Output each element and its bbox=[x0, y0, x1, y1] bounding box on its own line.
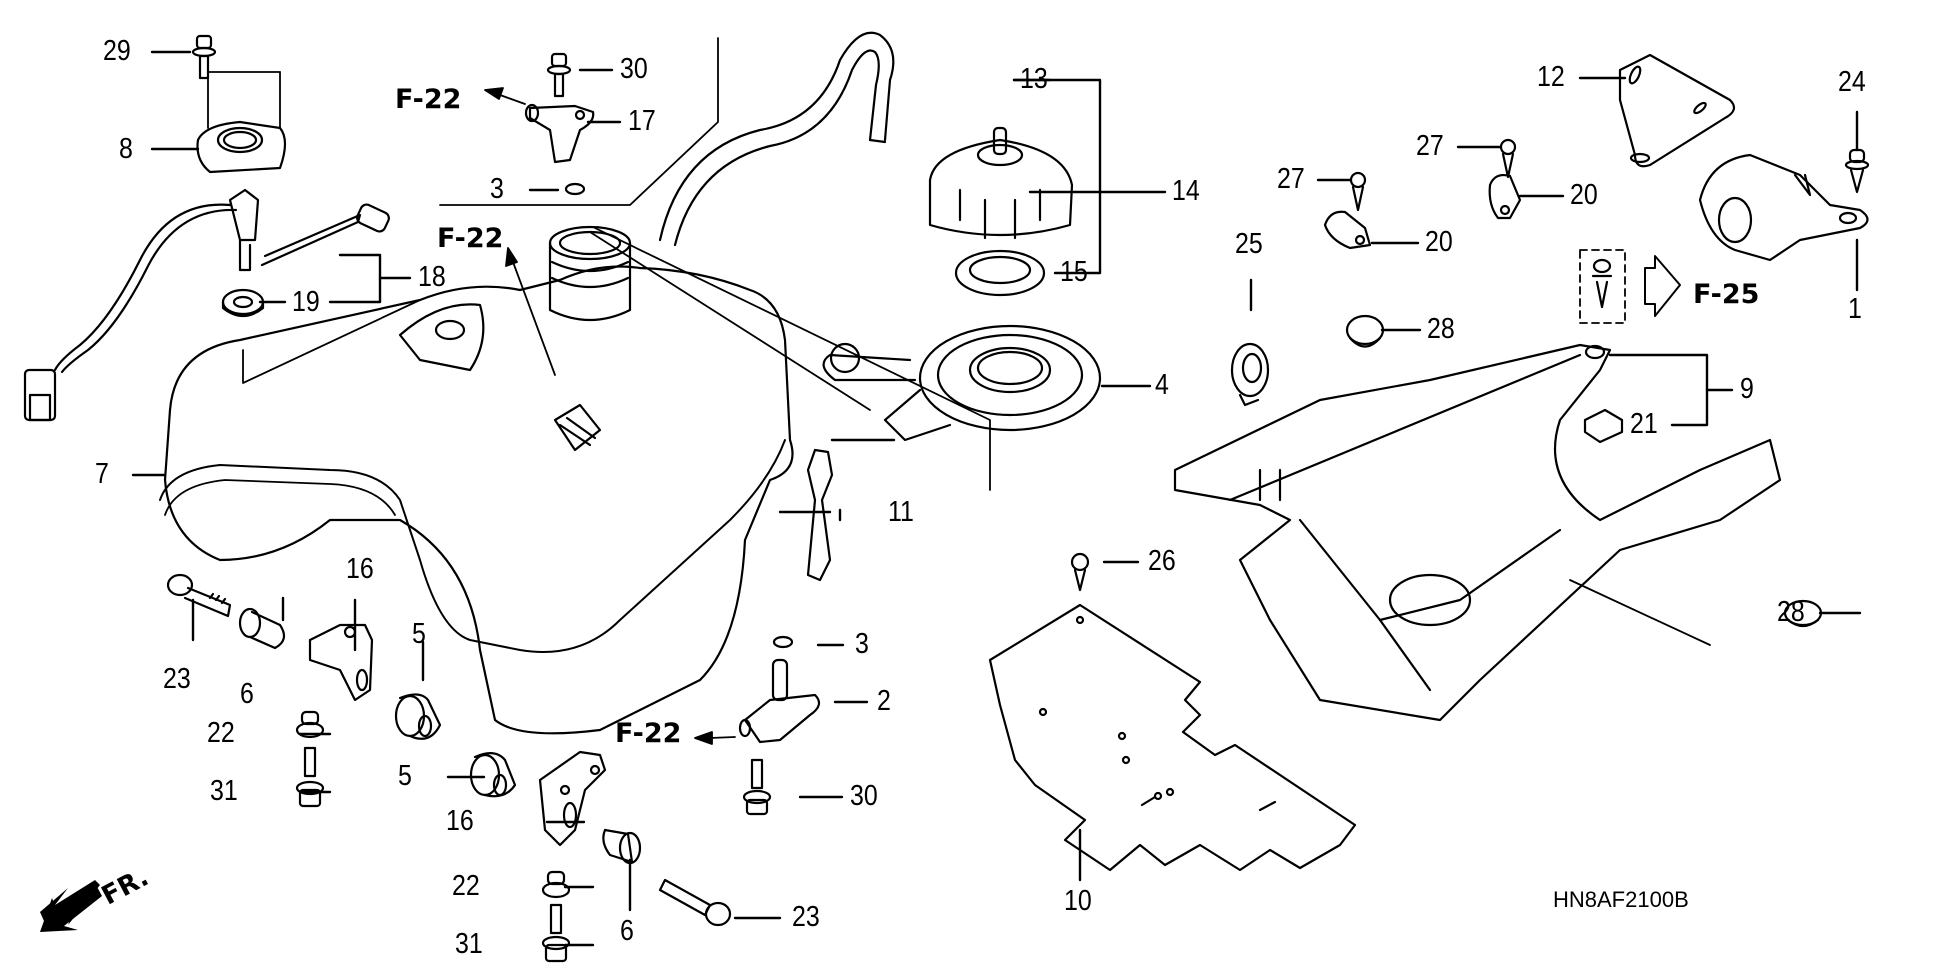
part-29-bolt bbox=[191, 34, 217, 80]
part-16-holder-left bbox=[308, 623, 374, 702]
callout-11: 11 bbox=[888, 496, 914, 528]
part-4-filler-tray bbox=[822, 324, 1102, 442]
part-5-mount-upper bbox=[394, 693, 442, 740]
part-24-trim-clip bbox=[1844, 148, 1870, 194]
part-8-pump-cover bbox=[196, 120, 287, 174]
callout-5-upper: 5 bbox=[412, 618, 426, 650]
callout-30-top: 30 bbox=[620, 53, 648, 85]
assembly-lines bbox=[207, 37, 1711, 646]
part-21-cushion bbox=[1583, 408, 1624, 444]
callout-2: 2 bbox=[877, 685, 891, 717]
part-17-fuel-joint bbox=[524, 103, 595, 164]
part-31-bolt-left bbox=[295, 746, 325, 808]
callout-24: 24 bbox=[1838, 66, 1866, 98]
leader-lines bbox=[131, 50, 1862, 947]
callout-25: 25 bbox=[1235, 228, 1263, 260]
part-1-bracket bbox=[1698, 153, 1869, 262]
callout-6-left: 6 bbox=[240, 678, 254, 710]
callout-9: 9 bbox=[1740, 373, 1754, 405]
part-19-packing bbox=[221, 288, 265, 318]
part-15-cap-gasket bbox=[954, 249, 1046, 297]
callout-22-bottom: 22 bbox=[452, 870, 480, 902]
callout-3-bottom: 3 bbox=[855, 628, 869, 660]
ref-f22-top[interactable]: F-22 bbox=[395, 84, 462, 115]
callout-14: 14 bbox=[1172, 175, 1200, 207]
part-14-fuel-cap bbox=[928, 126, 1074, 240]
callout-30-bottom: 30 bbox=[850, 780, 878, 812]
part-20-clamp-right bbox=[1488, 173, 1522, 220]
part-31-bolt-bottom bbox=[541, 903, 571, 963]
part-22-nut-bottom bbox=[541, 870, 571, 899]
callout-12: 12 bbox=[1537, 61, 1565, 93]
callout-16-bottom: 16 bbox=[446, 805, 474, 837]
part-20-clamp-left bbox=[1323, 210, 1372, 250]
callout-6-bottom: 6 bbox=[620, 915, 634, 947]
callout-26: 26 bbox=[1148, 545, 1176, 577]
part-30-bolt-top bbox=[546, 52, 572, 98]
part-26-screw bbox=[1070, 552, 1090, 592]
callout-13: 13 bbox=[1020, 63, 1048, 95]
callout-4: 4 bbox=[1155, 369, 1169, 401]
part-2-fuel-joint bbox=[738, 658, 821, 744]
part-9-tank-guard bbox=[1173, 343, 1782, 722]
callout-23-left: 23 bbox=[163, 663, 191, 695]
callout-22-left: 22 bbox=[207, 717, 235, 749]
callout-3-top: 3 bbox=[490, 173, 504, 205]
callout-16-left: 16 bbox=[346, 553, 374, 585]
callout-17: 17 bbox=[628, 105, 656, 137]
part-23-bolt-left bbox=[166, 573, 232, 618]
part-6-collar-left bbox=[238, 607, 286, 650]
part-13-breather-tube bbox=[658, 31, 895, 247]
callout-19: 19 bbox=[292, 286, 320, 318]
part-30-bolt-bottom bbox=[742, 758, 772, 816]
callout-8: 8 bbox=[119, 133, 133, 165]
callout-28-upper: 28 bbox=[1427, 313, 1455, 345]
ref-f22-tank[interactable]: F-22 bbox=[437, 223, 504, 254]
callout-5-lower: 5 bbox=[398, 760, 412, 792]
callout-21: 21 bbox=[1630, 408, 1658, 440]
part-23-bolt-bottom bbox=[658, 878, 732, 927]
callout-27-left: 27 bbox=[1277, 163, 1305, 195]
front-arrow-icon bbox=[40, 880, 102, 932]
callout-23-bottom: 23 bbox=[792, 901, 820, 933]
part-11-tank-band bbox=[806, 448, 834, 582]
callout-28-lower: 28 bbox=[1777, 596, 1805, 628]
part-25-clamp bbox=[1230, 342, 1270, 407]
callout-20-right: 20 bbox=[1570, 179, 1598, 211]
part-3-oring-bottom bbox=[772, 635, 794, 649]
callout-7: 7 bbox=[95, 458, 109, 490]
part-5-mount-lower bbox=[469, 752, 517, 798]
part-12-stay bbox=[1618, 53, 1736, 168]
callout-31-left: 31 bbox=[210, 775, 238, 807]
callout-15: 15 bbox=[1060, 256, 1088, 288]
callout-27-right: 27 bbox=[1416, 130, 1444, 162]
callout-20-left: 20 bbox=[1425, 226, 1453, 258]
part-18-fuel-pump bbox=[23, 188, 390, 422]
callout-31-bottom: 31 bbox=[455, 928, 483, 960]
ref-f25[interactable]: F-25 bbox=[1693, 279, 1760, 310]
reference-arrows bbox=[484, 87, 736, 745]
diagram-code: HN8AF2100B bbox=[1553, 887, 1689, 912]
ref-f22-bottom[interactable]: F-22 bbox=[615, 718, 682, 749]
part-28-grommet-upper bbox=[1345, 314, 1385, 348]
part-7-fuel-tank bbox=[159, 225, 794, 735]
callout-18: 18 bbox=[418, 261, 446, 293]
part-27-screw-right bbox=[1499, 138, 1517, 179]
f25-arrow-icon bbox=[1579, 249, 1681, 324]
part-6-collar-bottom bbox=[602, 828, 642, 865]
part-3-oring-top bbox=[564, 182, 586, 196]
part-27-screw-left bbox=[1349, 171, 1367, 212]
part-22-nut-left bbox=[295, 710, 325, 739]
part-28-grommet-lower bbox=[1783, 599, 1823, 628]
callout-10: 10 bbox=[1064, 885, 1092, 917]
part-10-heat-protector bbox=[988, 603, 1357, 872]
part-16-holder-bottom bbox=[538, 750, 607, 847]
callout-29: 29 bbox=[103, 35, 131, 67]
callout-1: 1 bbox=[1848, 293, 1862, 325]
